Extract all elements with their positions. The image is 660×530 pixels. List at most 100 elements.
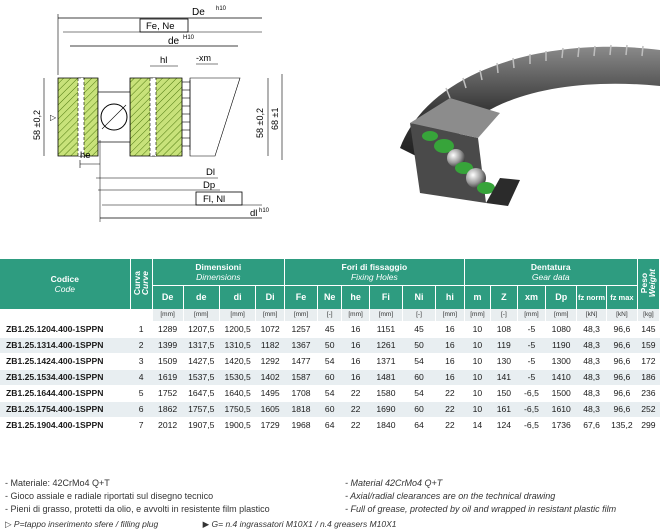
label-de-sup: H10 [183,35,195,41]
cell-value: 10 [464,352,491,369]
cell-value: 22 [341,384,370,401]
note-it-1: - Materiale: 42CrMo4 Q+T [5,478,110,488]
cell-value: 1080 [545,320,577,337]
label-Fl-Nl: Fl, Nl [203,194,225,205]
cell-value: 1310,5 [219,336,256,353]
col-xm: xm [517,284,547,309]
header-group-dimensions: Dimensioni Dimensions [152,259,286,285]
cell-value: 1900,5 [219,416,256,433]
cell-value: -5 [517,320,546,337]
note-it-3: - Pieni di grasso, protetti da olio, e a… [5,504,270,514]
cell-value: 1371 [369,352,403,369]
cell-value: 64 [402,416,436,433]
cell-value: 50 [402,336,436,353]
figure-area: De h10 Fe, Ne de H10 hl -xm [0,0,660,240]
cell-value: 1410 [545,368,577,385]
cell-value: 1647,5 [183,384,220,401]
unit-cell: [mm] [341,309,370,321]
cell-value: 145 [637,320,660,337]
cell-value: 124 [490,416,518,433]
cell-value: 16 [435,352,465,369]
cell-code: ZB1.25.1314.400-1SPPN [0,336,131,353]
cell-value: 1729 [255,416,285,433]
cell-value: 1495 [255,384,285,401]
cell-value: 1190 [545,336,577,353]
cell-value: 16 [341,320,370,337]
label-Fe-Ne: Fe, Ne [146,21,175,32]
cell-value: 10 [464,400,491,417]
label-de: de [168,36,180,47]
cell-value: 96,6 [606,336,638,353]
cell-value: -5 [517,352,546,369]
cell-value: 10 [464,368,491,385]
cell-value: 1261 [369,336,403,353]
cell-curve: 4 [130,368,153,385]
label-Dp: Dp [203,180,215,191]
note-en-3: - Full of grease, protected by oil and w… [345,504,617,514]
cell-code: ZB1.25.1644.400-1SPPN [0,384,131,401]
cell-value: 60 [317,400,342,417]
cell-value: 96,6 [606,384,638,401]
unit-cell: [kN] [576,309,607,321]
cell-curve: 2 [130,336,153,353]
cell-value: 1257 [284,320,318,337]
cell-value: 16 [341,368,370,385]
unit-cell: [mm] [152,309,184,321]
cell-value: 1968 [284,416,318,433]
label-he: he [80,150,91,161]
unit-cell: [mm] [219,309,257,321]
cell-value: 50 [317,336,342,353]
cell-value: 54 [317,352,342,369]
col-Fi: Fi [369,284,403,309]
col-Z: Z [490,284,518,309]
cell-value: 45 [402,320,436,337]
cell-value: 130 [490,352,518,369]
cell-value: 172 [637,352,660,369]
cell-code: ZB1.25.1534.400-1SPPN [0,368,131,385]
cell-value: 96,6 [606,352,638,369]
unit-cell: [mm] [255,309,285,321]
cell-value: 48,3 [576,352,607,369]
col-Fe: Fe [284,284,319,309]
units-row: [mm][mm][mm][mm][mm][-][mm][mm][-][mm][m… [0,309,660,321]
cell-value: 1752 [152,384,184,401]
col-de: de [183,284,220,309]
cell-value: 159 [637,336,660,353]
col-Ni: Ni [402,284,437,309]
col-Ne: Ne [317,284,343,309]
col-hi: hi [435,284,465,309]
cell-value: 1750,5 [219,400,256,417]
cell-curve: 6 [130,400,153,417]
note-en-1: - Material 42CrMo4 Q+T [345,478,443,488]
label-dl: dl [250,208,257,219]
plug-marker: ▷ [50,113,57,122]
cell-value: 10 [464,320,491,337]
cell-value: 48,3 [576,384,607,401]
cell-value: 48,3 [576,400,607,417]
cell-value: 1481 [369,368,403,385]
cell-value: 60 [317,368,342,385]
cell-value: 1757,5 [183,400,220,417]
cell-value: 1477 [284,352,318,369]
col-di: di [219,284,257,309]
cell-curve: 5 [130,384,153,401]
unit-cell: [-] [490,309,518,321]
cell-value: 1292 [255,352,285,369]
label-dl-sup: h10 [259,208,270,214]
cell-value: 1182 [255,336,285,353]
unit-cell: [mm] [464,309,492,321]
cell-curve: 1 [130,320,153,337]
cell-value: 16 [435,320,465,337]
col-m: m [464,284,492,309]
unit-cell: [mm] [435,309,465,321]
col-he: he [341,284,370,309]
cell-value: 150 [490,384,518,401]
cross-section-drawing: De h10 Fe, Ne de H10 hl -xm [32,6,283,222]
cell-value: 1587 [284,368,318,385]
notes-legend: ▷ P=tappo inserimento sfere / filling pl… [5,518,655,530]
header-code: Codice Code [0,259,131,309]
